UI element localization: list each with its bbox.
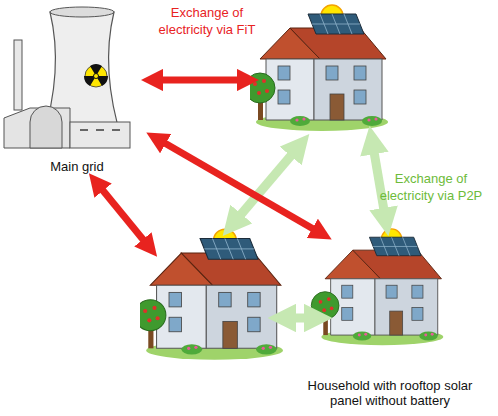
node-label: Main grid <box>50 159 103 174</box>
p2p-arrow <box>282 314 318 323</box>
household: Household with rooftop solar panel witho… <box>300 224 480 412</box>
arrow-caption: Exchange of electricity via P2P <box>368 170 494 204</box>
house <box>311 229 443 345</box>
p2p-arrow <box>372 140 386 222</box>
house <box>135 229 283 360</box>
caption-text: Exchange of electricity via FiT <box>159 5 256 37</box>
fit-arrow <box>156 138 322 234</box>
node-label: Household with rooftop solar panel witho… <box>308 378 473 408</box>
main-grid: Main grid <box>4 4 150 176</box>
arrow-caption: Exchange of electricity via FiT <box>142 4 272 38</box>
caption-text: Exchange of electricity via P2P <box>380 171 483 203</box>
fit-arrow <box>152 77 248 84</box>
power-plant <box>4 7 130 148</box>
fit-arrow <box>96 182 150 248</box>
house <box>245 5 388 131</box>
